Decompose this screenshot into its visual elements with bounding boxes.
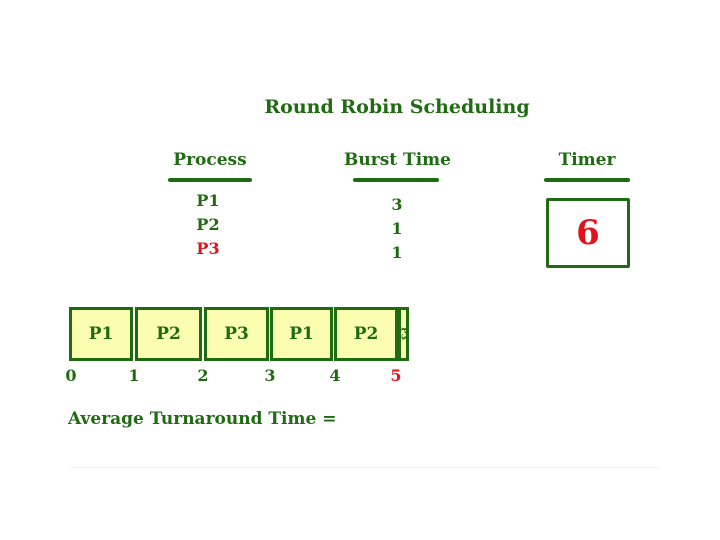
- gantt-block: P1: [270, 307, 333, 361]
- gantt-block-label: P3: [398, 327, 409, 341]
- gantt-block-label: P3: [224, 324, 249, 344]
- process-name: P1: [196, 191, 220, 210]
- timer-header: Timer: [558, 150, 616, 170]
- page-title: Round Robin Scheduling: [264, 96, 530, 118]
- gantt-block: P3: [204, 307, 269, 361]
- gantt-block: P2: [135, 307, 202, 361]
- timer-underline: [544, 178, 630, 182]
- gantt-block-label: P1: [289, 324, 314, 344]
- burst-time-underline: [353, 178, 439, 182]
- burst-time-header: Burst Time: [344, 150, 451, 170]
- burst-time-value: 3: [391, 195, 403, 214]
- process-underline: [168, 178, 252, 182]
- timer-display: 6: [546, 198, 630, 268]
- time-tick: 1: [128, 366, 140, 385]
- process-header: Process: [173, 150, 247, 170]
- gantt-block-label: P2: [156, 324, 181, 344]
- time-tick-current: 5: [390, 366, 402, 385]
- timer-value: 6: [576, 213, 600, 253]
- gantt-block: P1: [69, 307, 133, 361]
- gantt-block-label: P2: [353, 324, 379, 344]
- burst-time-value: 1: [391, 243, 403, 262]
- gantt-block-partial: P3: [398, 307, 409, 361]
- average-turnaround-label: Average Turnaround Time =: [68, 409, 337, 429]
- time-tick: 3: [264, 366, 276, 385]
- process-list: P1 P2 P3: [188, 189, 228, 261]
- gantt-block-label: P1: [88, 324, 114, 344]
- burst-time-list: 3 1 1: [382, 193, 412, 265]
- time-tick: 2: [197, 366, 209, 385]
- time-tick: 0: [65, 366, 77, 385]
- burst-time-value: 1: [391, 219, 403, 238]
- gantt-block: P2: [334, 307, 398, 361]
- process-name: P2: [196, 215, 220, 234]
- process-name-current: P3: [196, 239, 220, 258]
- divider: [70, 467, 660, 468]
- time-tick: 4: [329, 366, 341, 385]
